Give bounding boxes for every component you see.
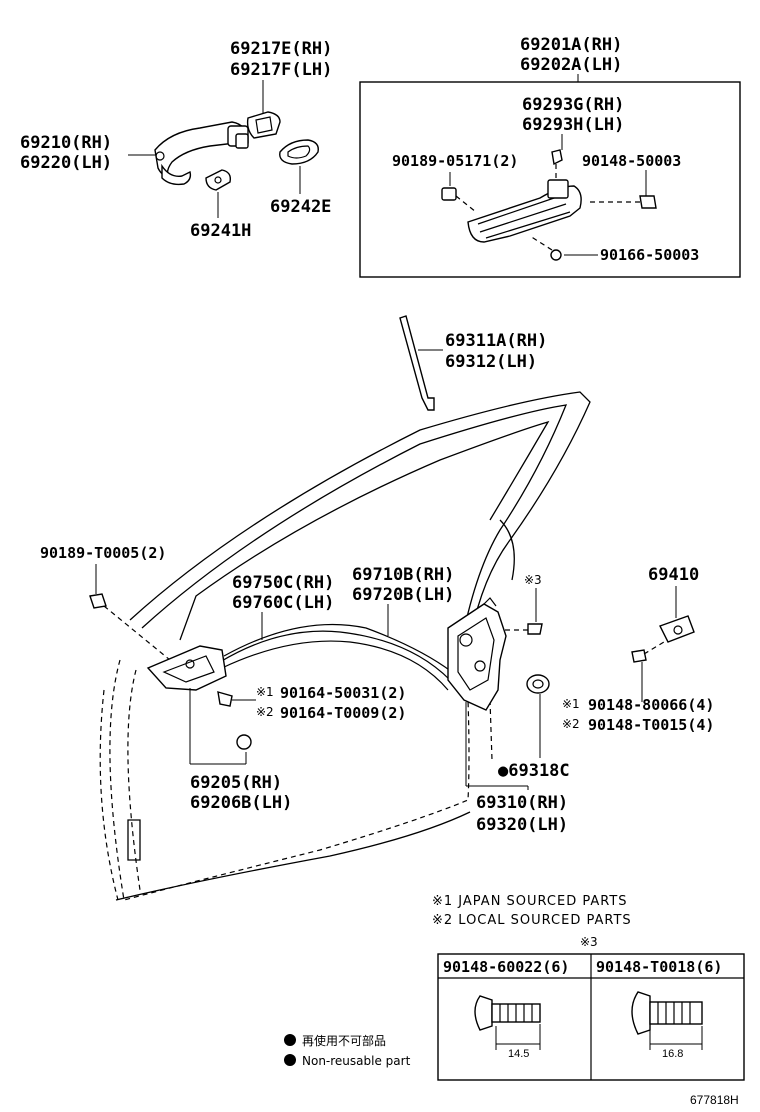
label-cable-lh: 69760C(LH) xyxy=(232,593,334,613)
label-cable2-rh: 69710B(RH) xyxy=(352,565,454,585)
dim-col2: 16.8 xyxy=(662,1048,683,1060)
label-inside-handle-lh: 69206B(LH) xyxy=(190,793,292,813)
label-striker: 69410 xyxy=(648,565,699,585)
pad-69241-part xyxy=(205,169,232,191)
label-outside-handle-lh: 69220(LH) xyxy=(20,153,112,173)
dim-col1: 14.5 xyxy=(508,1048,529,1060)
label-outside-handle-rh: 69210(RH) xyxy=(20,133,112,153)
label-inside-handle-rh: 69205(RH) xyxy=(190,773,282,793)
diagram-code: 677818H xyxy=(690,1093,739,1107)
screw-t0018-drawing xyxy=(631,991,703,1050)
label-screw-right-1: 90148-80066(4) xyxy=(588,696,714,714)
screw-60022-drawing xyxy=(474,995,541,1050)
label-cable2-lh: 69720B(LH) xyxy=(352,585,454,605)
mark-2-left: ※2 xyxy=(256,705,274,719)
label-pad-69242: 69242E xyxy=(270,197,331,217)
table-col2-part: 90148-T0018(6) xyxy=(596,958,722,976)
label-screw-90148: 90148-50003 xyxy=(582,152,681,170)
lock-screw-part xyxy=(527,623,543,635)
handle-cover-part xyxy=(246,111,281,139)
frame-assy-box xyxy=(359,81,741,278)
mark-1-left: ※1 xyxy=(256,685,274,699)
label-lock-lh: 69320(LH) xyxy=(476,815,568,835)
label-frame-sub-lh: 69293H(LH) xyxy=(522,115,624,135)
label-clip-t0005: 90189-T0005(2) xyxy=(40,544,166,562)
outside-handle-part xyxy=(154,121,249,186)
label-cable-rh: 69750C(RH) xyxy=(232,573,334,593)
mark-3-top: ※3 xyxy=(524,573,542,587)
label-rod-lh: 69312(LH) xyxy=(445,352,537,372)
striker-screw-dash xyxy=(643,641,665,655)
striker-part xyxy=(659,615,695,643)
label-screw-left-1: 90164-50031(2) xyxy=(280,684,406,702)
rod-part xyxy=(399,315,435,411)
striker-screw-part xyxy=(631,649,647,663)
legend-en: Non-reusable part xyxy=(302,1054,411,1068)
label-seal: ●69318C xyxy=(498,761,570,781)
legend-dot-jp xyxy=(284,1034,296,1046)
frame-part xyxy=(441,149,657,261)
note-japan: ※1 JAPAN SOURCED PARTS xyxy=(432,894,628,909)
mark-1-right: ※1 xyxy=(562,697,580,711)
label-screw-left-2: 90164-T0009(2) xyxy=(280,704,406,722)
label-frame-assy-rh: 69201A(RH) xyxy=(520,35,622,55)
mark-2-right: ※2 xyxy=(562,717,580,731)
label-handle-cover-lh: 69217F(LH) xyxy=(230,60,332,80)
label-pad-69241: 69241H xyxy=(190,221,251,241)
label-rod-rh: 69311A(RH) xyxy=(445,331,547,351)
screw-table xyxy=(437,953,745,1081)
legend-dot-en xyxy=(284,1054,296,1066)
seal-part xyxy=(526,674,550,694)
door-outline xyxy=(99,391,591,901)
clip-t0005-part xyxy=(89,593,107,609)
inside-handle-cap xyxy=(236,734,252,750)
table-mark: ※3 xyxy=(580,935,598,949)
label-frame-sub-rh: 69293G(RH) xyxy=(522,95,624,115)
screw-left-part xyxy=(217,691,233,707)
pad-69242-part xyxy=(279,139,319,165)
door-lock-part xyxy=(447,597,507,711)
label-screw-right-2: 90148-T0015(4) xyxy=(588,716,714,734)
legend-jp: 再使用不可部品 xyxy=(302,1033,386,1048)
label-handle-cover-rh: 69217E(RH) xyxy=(230,39,332,59)
label-lock-rh: 69310(RH) xyxy=(476,793,568,813)
note-local: ※2 LOCAL SOURCED PARTS xyxy=(432,913,632,928)
inside-handle-part xyxy=(146,645,227,691)
label-clip-90189: 90189-05171(2) xyxy=(392,152,518,170)
label-screw-90166: 90166-50003 xyxy=(600,246,699,264)
cable-parts xyxy=(219,623,453,691)
label-frame-assy-lh: 69202A(LH) xyxy=(520,55,622,75)
table-col1-part: 90148-60022(6) xyxy=(443,958,569,976)
seal-hole xyxy=(532,679,544,689)
